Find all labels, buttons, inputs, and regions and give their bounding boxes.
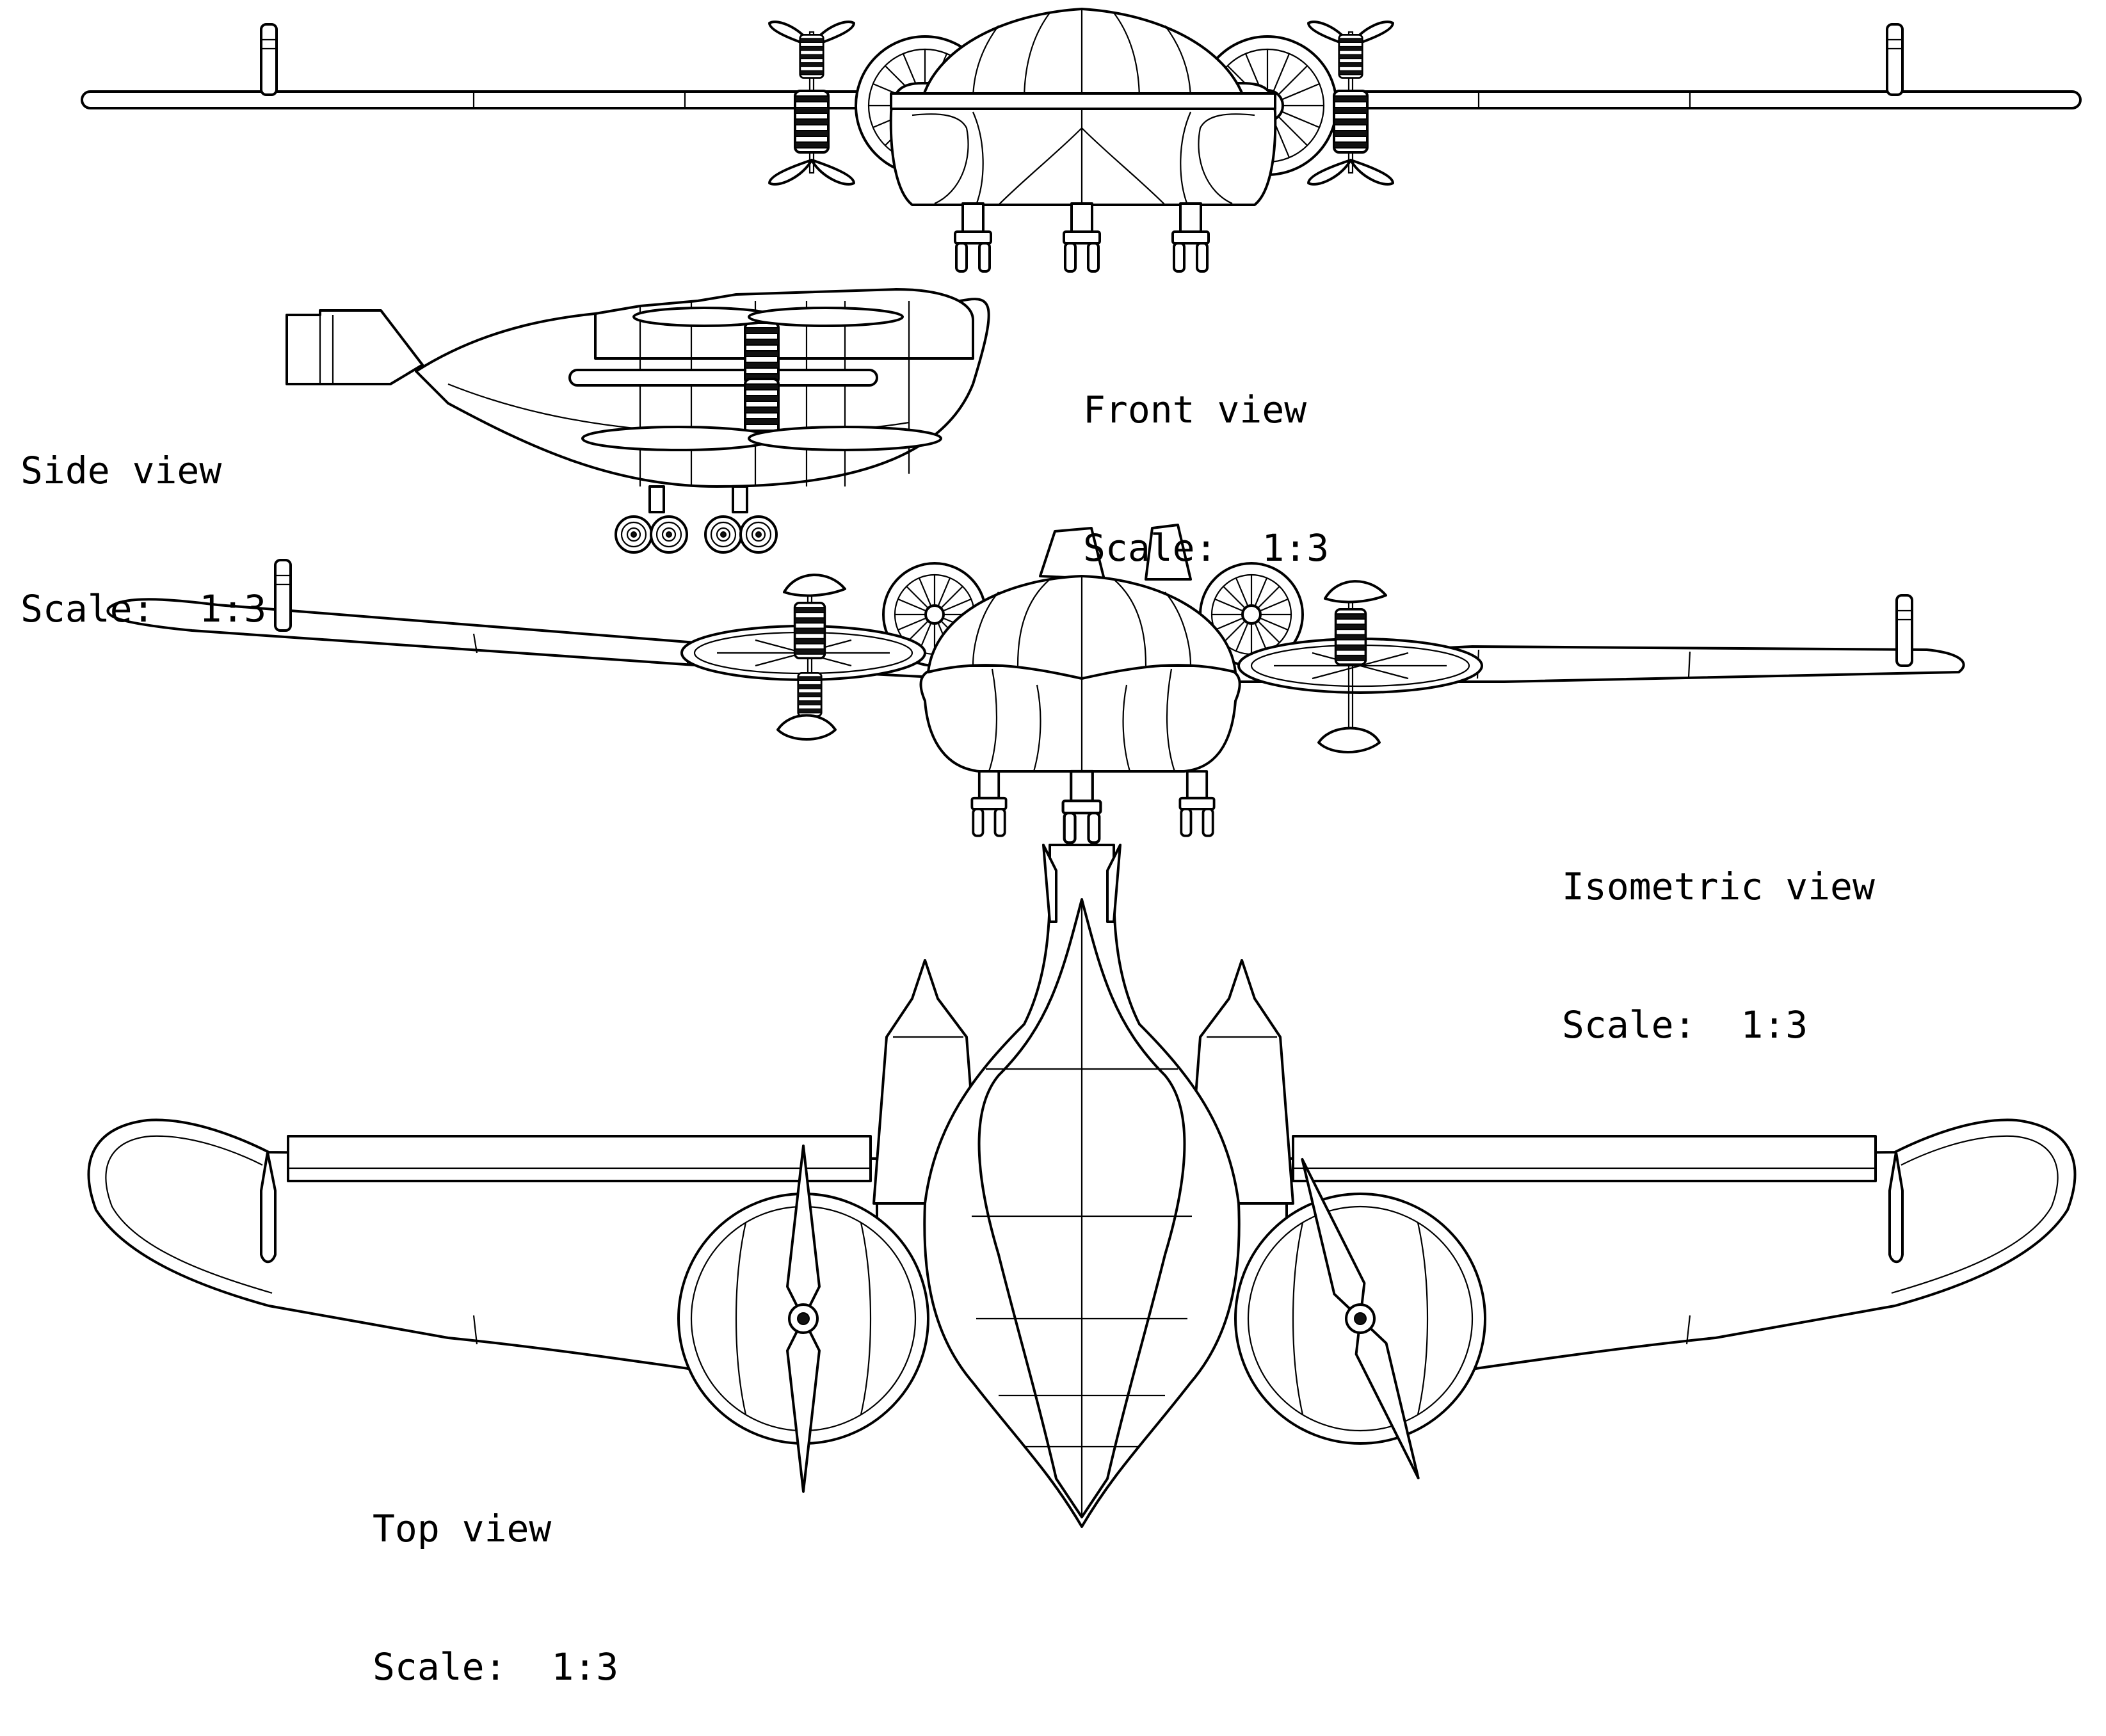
- top-fuselage: [923, 844, 1241, 1528]
- iso-duct-right: [1237, 638, 1483, 694]
- drawing-sheet: Front view Scale: 1:3 Side view Scale: 1…: [20, 8, 2082, 1689]
- side-view-drawing: [285, 288, 990, 554]
- top-duct-right: [1234, 1157, 1486, 1480]
- side-view-scale: Scale: 1:3: [20, 587, 267, 631]
- top-view-title: Top view: [373, 1507, 552, 1550]
- front-view-caption: Front view Scale: 1:3: [1083, 294, 1329, 617]
- top-view-drawing: [87, 844, 2077, 1528]
- iso-fuselage: [919, 575, 1241, 773]
- iso-tail-fins: [1039, 524, 1192, 581]
- front-rotor-left: [768, 20, 855, 186]
- top-view-caption: Top view Scale: 1:3: [373, 1413, 618, 1736]
- side-view-caption: Side view Scale: 1:3: [20, 355, 266, 678]
- isometric-view-title: Isometric view: [1562, 865, 1875, 908]
- side-tail: [285, 309, 424, 385]
- front-wingtip-fin-left: [260, 23, 278, 96]
- iso-wingtip-fin-right: [1895, 594, 1913, 667]
- side-landing-gear: [615, 485, 778, 554]
- top-wingtip-fin-left: [260, 1151, 277, 1264]
- front-view-drawing: [81, 8, 2082, 273]
- isometric-view-drawing: [106, 524, 1965, 842]
- front-fuselage: [889, 8, 1277, 206]
- top-view-scale: Scale: 1:3: [373, 1645, 619, 1689]
- iso-wingtip-fin-left: [274, 559, 292, 632]
- top-duct-left: [677, 1145, 929, 1493]
- technical-drawing: [81, 8, 2082, 1528]
- iso-rotor-right: [1317, 580, 1387, 753]
- front-wingtip-fin-right: [1886, 23, 1904, 96]
- front-view-title: Front view: [1083, 388, 1307, 431]
- iso-landing-gear: [970, 771, 1216, 842]
- side-rotor: [581, 307, 942, 451]
- side-view-title: Side view: [20, 449, 222, 492]
- front-view-scale: Scale: 1:3: [1083, 526, 1330, 570]
- iso-rotor-left: [776, 574, 846, 741]
- front-rotor-right: [1307, 20, 1394, 186]
- isometric-view-caption: Isometric view Scale: 1:3: [1562, 771, 1875, 1094]
- isometric-view-scale: Scale: 1:3: [1562, 1003, 1808, 1047]
- top-wingtip-fin-right: [1888, 1151, 1904, 1264]
- front-landing-gear: [954, 202, 1210, 273]
